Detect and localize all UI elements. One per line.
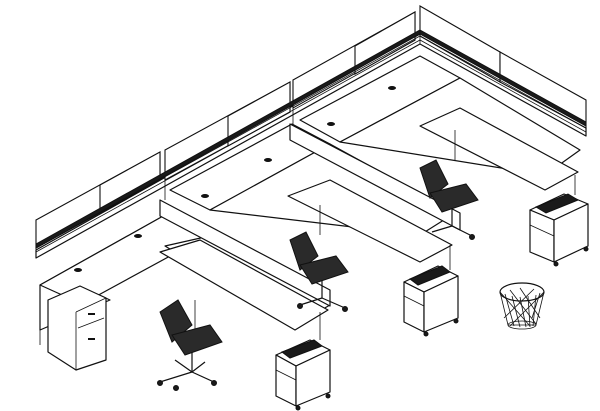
workstation-right — [299, 55, 589, 267]
task-chair — [289, 231, 349, 312]
workstation-middle — [169, 123, 461, 337]
pedestal-file-cabinet — [47, 285, 107, 371]
wire-stool — [499, 282, 545, 330]
mobile-pedestal — [403, 265, 459, 337]
workstation-left — [39, 199, 331, 411]
task-chair — [419, 159, 479, 240]
spine-panel — [35, 5, 587, 259]
mobile-pedestal — [529, 193, 589, 267]
mobile-pedestal — [275, 339, 331, 411]
task-chair — [157, 299, 223, 391]
